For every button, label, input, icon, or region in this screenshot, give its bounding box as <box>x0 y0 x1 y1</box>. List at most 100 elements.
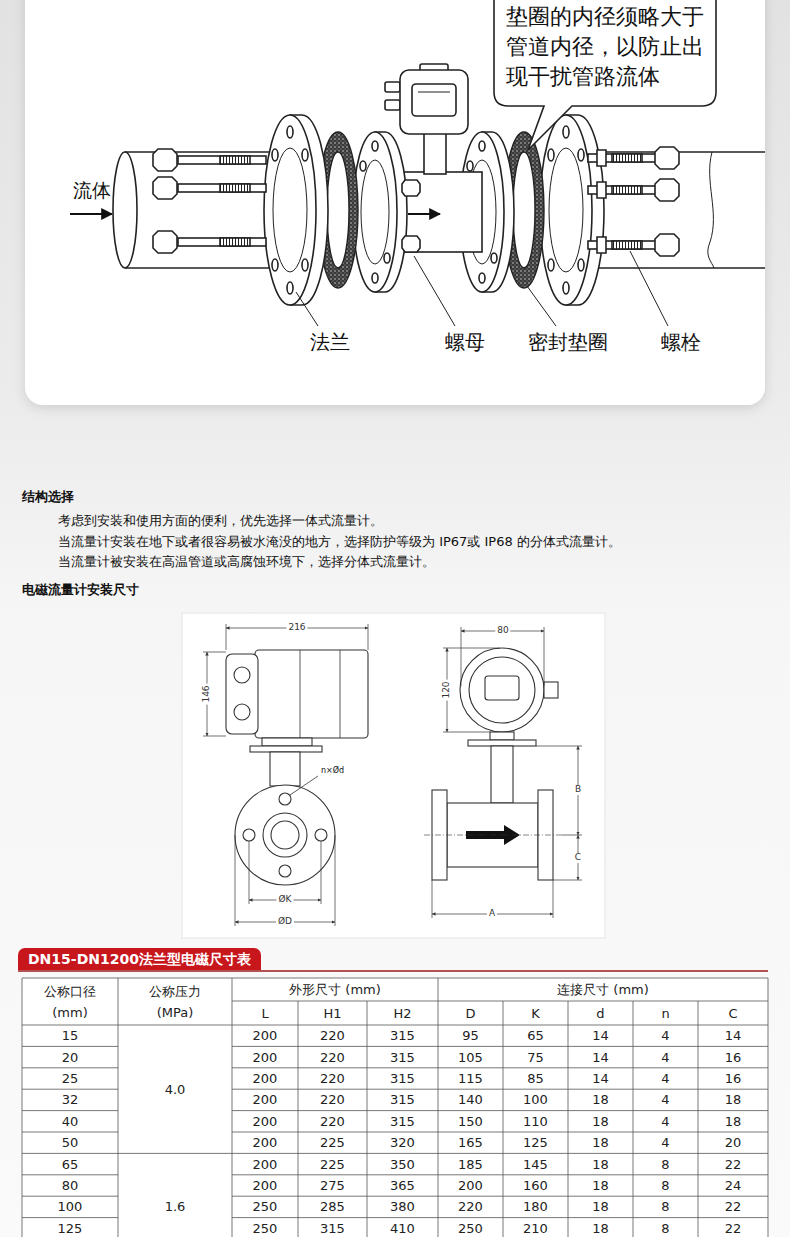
table-header: 外形尺寸 (mm) <box>232 978 438 1001</box>
table-title-tab: DN15-DN1200法兰型电磁尺寸表 <box>18 948 261 970</box>
table-grid <box>22 978 768 1237</box>
table-cell: 365 <box>367 1175 438 1196</box>
dimension-value: 146 <box>202 683 212 704</box>
installation-drawing <box>178 238 266 246</box>
table-cell: 50 <box>22 1132 118 1153</box>
table-cell: 200 <box>232 1089 298 1110</box>
table-cell: 200 <box>232 1153 298 1174</box>
installation-drawing <box>655 147 679 169</box>
dimension-value: ØD <box>276 917 294 927</box>
installation-drawing <box>125 267 285 269</box>
dimension-drawing <box>243 829 255 841</box>
installation-drawing <box>612 241 642 249</box>
dimension-drawing <box>279 865 291 877</box>
table-cell: 220 <box>298 1089 367 1110</box>
installation-drawing <box>418 92 450 93</box>
dimension-lines <box>335 835 336 926</box>
leader-lines <box>527 286 556 326</box>
table-cell: 75 <box>503 1046 568 1067</box>
table-cell: 165 <box>438 1132 503 1153</box>
installation-drawing <box>655 179 679 201</box>
table-rule <box>568 1001 569 1237</box>
installation-drawing <box>400 70 468 134</box>
table-cell: 100 <box>22 1196 118 1217</box>
dimension-lines <box>443 648 500 649</box>
installation-drawing <box>655 234 679 256</box>
part-label: 法兰 <box>310 330 350 354</box>
leader-lines <box>630 251 668 326</box>
table-rule <box>22 1174 118 1175</box>
table-cell: 14 <box>568 1046 633 1067</box>
dimension-value: B <box>573 785 583 795</box>
table-cell: 4 <box>633 1089 698 1110</box>
table-rule <box>232 1067 768 1068</box>
dimension-value: C <box>573 853 583 863</box>
table-cell: 275 <box>298 1175 367 1196</box>
dimension-value: A <box>487 909 497 919</box>
installation-drawing <box>540 115 604 305</box>
installation-drawing <box>402 180 420 196</box>
dimension-drawing <box>485 676 519 700</box>
table-cell: 250 <box>232 1196 298 1217</box>
table-cell: 18 <box>568 1175 633 1196</box>
table-cell: 315 <box>367 1089 438 1110</box>
installation-drawing <box>402 236 420 252</box>
table-cell: 220 <box>298 1025 367 1046</box>
installation-drawing <box>113 152 137 268</box>
section-heading: 结构选择 <box>22 489 74 505</box>
dimension-drawing <box>226 654 258 734</box>
table-cell: 380 <box>367 1196 438 1217</box>
table-cell: 95 <box>438 1025 503 1046</box>
table-header: n <box>633 1001 698 1025</box>
table-cell: 200 <box>232 1046 298 1067</box>
table-cell: 200 <box>232 1132 298 1153</box>
table-cell: 225 <box>298 1132 367 1153</box>
leader-lines <box>414 256 455 326</box>
table-cell: 8 <box>633 1218 698 1237</box>
dimension-drawing <box>235 785 335 885</box>
table-cell: 8 <box>633 1153 698 1174</box>
table-rule <box>298 1001 299 1237</box>
drawing-sheet <box>182 613 605 938</box>
table-cell: 24 <box>698 1175 768 1196</box>
table-cell: 225 <box>298 1153 367 1174</box>
table-cell: 100 <box>503 1089 568 1110</box>
dimension-lines <box>443 732 490 733</box>
table-cell: 80 <box>22 1175 118 1196</box>
table-cell: 250 <box>438 1218 503 1237</box>
table-rule <box>232 1089 768 1090</box>
table-rule <box>503 1001 504 1237</box>
note-line: 当流量计被安装在高温管道或高腐蚀环境下，选择分体式流量计。 <box>58 554 435 570</box>
table-cell: 315 <box>298 1218 367 1237</box>
dimension-lines <box>203 652 226 653</box>
table-header: H1 <box>298 1001 367 1025</box>
table-rule <box>22 1110 118 1111</box>
table-cell: 200 <box>232 1025 298 1046</box>
dimension-drawing <box>468 740 536 746</box>
section-heading: 电磁流量计安装尺寸 <box>22 582 139 598</box>
dimension-value: n×Ød <box>321 766 344 776</box>
dimension-value: 80 <box>495 626 510 636</box>
table-cell: 8 <box>633 1196 698 1217</box>
table-cell: 110 <box>503 1111 568 1132</box>
table-cell: 18 <box>568 1111 633 1132</box>
installation-drawing <box>178 184 266 192</box>
dimension-lines <box>432 880 433 918</box>
dimension-drawing <box>279 793 291 805</box>
table-cell: 4 <box>633 1068 698 1089</box>
table-cell: 4 <box>633 1025 698 1046</box>
installation-drawing <box>264 115 328 305</box>
dimension-lines <box>203 736 226 737</box>
table-cell: 285 <box>298 1196 367 1217</box>
table-cell: 18 <box>698 1111 768 1132</box>
table-cell: 22 <box>698 1218 768 1237</box>
dimension-drawing <box>340 650 341 738</box>
table-cell: 220 <box>298 1111 367 1132</box>
title-rule <box>18 970 768 972</box>
table-rule <box>22 1217 118 1218</box>
dimension-drawing <box>234 704 250 720</box>
installation-drawing <box>220 156 250 164</box>
table-header: K <box>503 1001 568 1025</box>
table-rule <box>698 1001 699 1237</box>
